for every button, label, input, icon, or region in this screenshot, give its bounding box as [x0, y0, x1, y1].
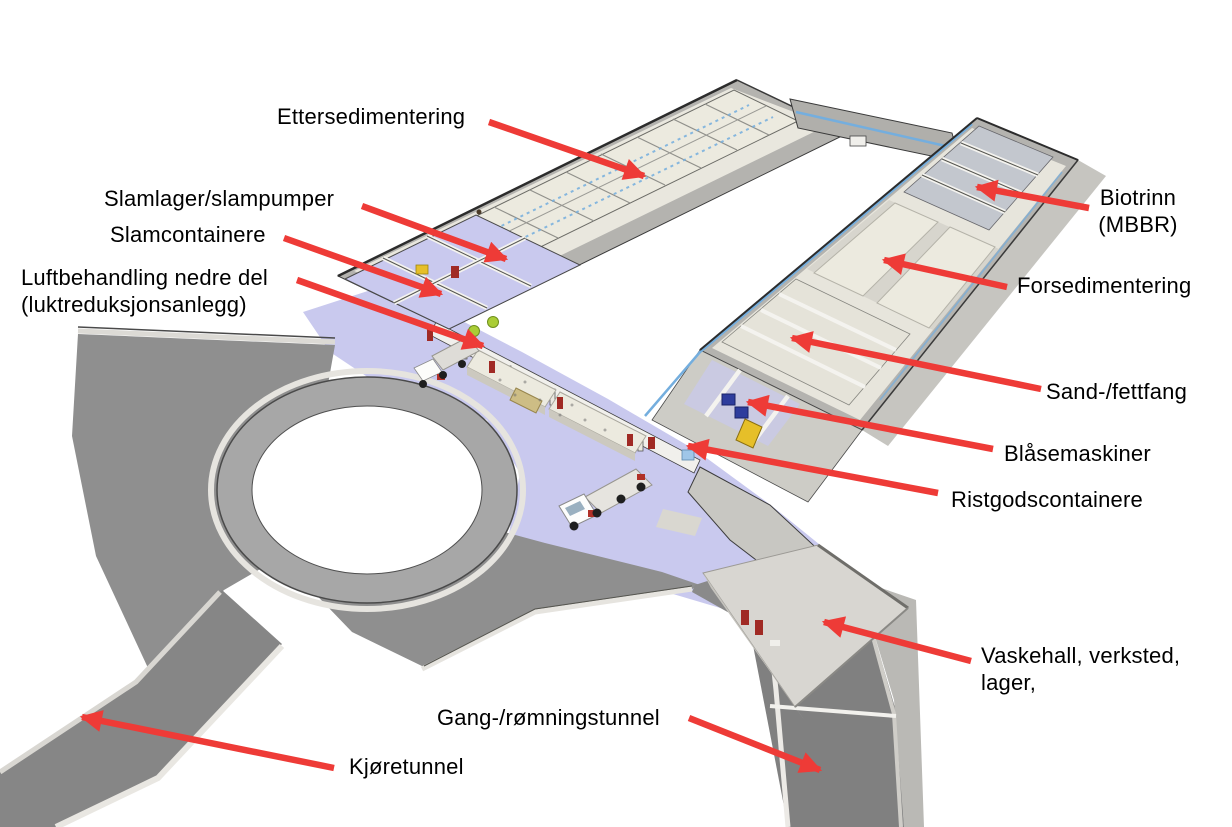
- tan-panel: [509, 387, 543, 414]
- basin-pipes: [488, 104, 774, 244]
- arrow-biotrinn: [974, 179, 1090, 212]
- roundabout: [208, 368, 526, 612]
- arrow-kjoretunnel: [79, 710, 335, 772]
- label-ristgodscontainere: Ristgodscontainere: [951, 487, 1143, 512]
- roundabout-center: [251, 405, 483, 575]
- tanker-truck-lower: [558, 468, 653, 531]
- label-sandfettfang: Sand-/fettfang: [1046, 379, 1188, 404]
- label-forsedimentering: Forsedimentering: [1017, 273, 1192, 298]
- arrow-ettersedimentering: [487, 118, 647, 180]
- arrow-forsedimentering: [881, 253, 1008, 291]
- process-pipe: [644, 123, 973, 417]
- arrow-luftbehandling: [295, 276, 486, 350]
- sludge-container-green-1: [468, 325, 480, 337]
- label-gangtunnel: Gang-/rømningstunnel: [437, 705, 660, 730]
- arrow-blasemaskiner: [745, 394, 994, 453]
- vaskehall-door-2: [755, 620, 763, 635]
- label-vaskehall: Vaskehall, verksted, lager,: [981, 643, 1181, 695]
- forsedimentering-basin-2: [876, 226, 996, 329]
- debris-speckles: [498, 378, 607, 432]
- callout-arrows: [79, 118, 1090, 774]
- arrow-gangtunnel: [687, 714, 823, 774]
- blower-machine-2: [734, 406, 749, 419]
- label-biotrinn: Biotrinn (MBBR): [1098, 185, 1178, 237]
- sludge-container-green-2: [487, 316, 499, 328]
- sandfettfang-dividers: [740, 292, 897, 389]
- label-slamlager: Slamlager/slampumper: [104, 186, 335, 211]
- biotrinn-basins: [903, 125, 1054, 231]
- label-blasemaskiner: Blåsemaskiner: [1004, 441, 1151, 466]
- pavement-pad: [656, 509, 702, 536]
- arrow-slamlager: [360, 202, 509, 263]
- biotrinn-dividers: [921, 140, 1039, 215]
- label-luftbehandling: Luftbehandling nedre del (luktreduksjons…: [21, 265, 269, 317]
- screenings-container-blue: [681, 449, 695, 461]
- red-door: [451, 266, 459, 278]
- arrow-vaskehall: [821, 616, 972, 665]
- wing-b-outer-band: [862, 160, 1106, 446]
- arrow-ristgodscontainere: [685, 438, 939, 497]
- road-kjoretunnel: [0, 590, 282, 827]
- arrow-sandfettfang: [789, 331, 1042, 393]
- screenings-container-yellow: [735, 418, 763, 449]
- vaskehall-door-1: [741, 610, 749, 625]
- vaskehall-building: [687, 466, 909, 721]
- label-slamcontainere: Slamcontainere: [110, 222, 266, 247]
- label-kjoretunnel: Kjøretunnel: [349, 754, 464, 779]
- yellow-equipment: [415, 264, 429, 275]
- blower-machine-1: [721, 393, 736, 406]
- arrow-slamcontainere: [282, 234, 444, 298]
- lower-level-strip: [427, 321, 702, 536]
- label-ettersedimentering: Ettersedimentering: [277, 104, 466, 129]
- forsedimentering-basin-1: [813, 202, 939, 297]
